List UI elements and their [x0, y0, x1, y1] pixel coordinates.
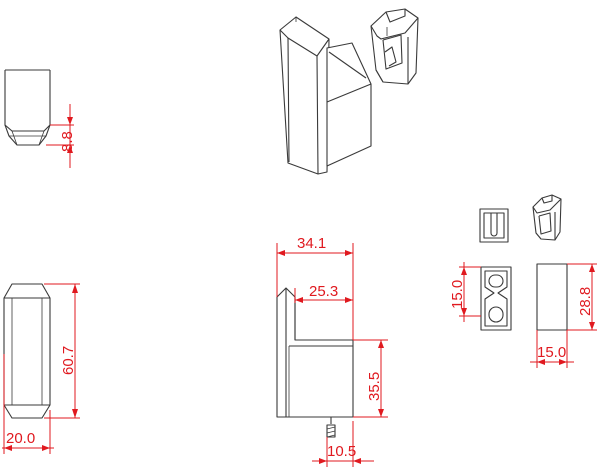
dim-side-arm-length: 25.3	[309, 283, 338, 300]
dim-bracket-height: 15.0	[449, 280, 466, 309]
side-view: 34.1 25.3 35.5 10.5	[276, 235, 388, 467]
dim-side-overall-width: 34.1	[297, 235, 326, 252]
dim-front-width: 20.0	[6, 430, 35, 447]
dim-side-bottom-height: 8.8	[59, 131, 76, 152]
dim-side-base-height: 35.5	[366, 372, 383, 401]
dim-bracket-width: 15.0	[537, 344, 566, 361]
front-view: 60.7 20.0	[2, 283, 80, 454]
dim-bracket-depth: 28.8	[577, 287, 594, 316]
top-end-view: 8.8	[4, 69, 76, 168]
dim-side-base-width: 10.5	[327, 443, 356, 460]
bracket-detail-views: 15.0 28.8 15.0	[449, 194, 597, 368]
hook-isometric-view	[279, 8, 419, 175]
dim-front-height: 60.7	[60, 346, 77, 375]
